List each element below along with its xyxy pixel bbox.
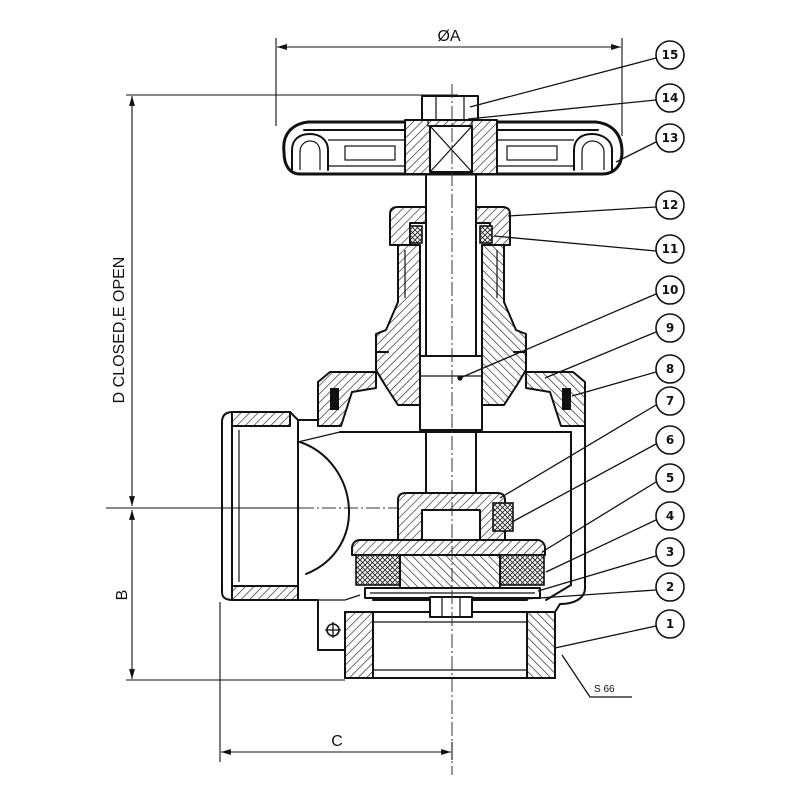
leader-line-1: [554, 625, 657, 649]
callout-6-label: 6: [666, 433, 674, 447]
body-left-lower: [297, 599, 346, 651]
callout-13: 13: [655, 123, 685, 153]
dimension-label-a: ØA: [437, 28, 460, 45]
disc-nut: [429, 596, 473, 618]
disc-packing: [492, 502, 514, 532]
callout-2: 2: [655, 572, 685, 602]
inlet-passage-curve: [299, 441, 350, 575]
gland-packing-left: [409, 225, 423, 244]
callout-6: 6: [655, 425, 685, 455]
callout-10-label: 10: [662, 283, 679, 297]
callout-11: 11: [655, 234, 685, 264]
spoke-window-left: [344, 145, 396, 161]
leader-line-7: [499, 404, 657, 499]
gasket-right: [562, 388, 571, 410]
handwheel-rim-right-inner: [581, 140, 605, 170]
leader-line-thread-note: [561, 654, 632, 698]
dimension-lines: [106, 38, 623, 762]
leader-line-2: [524, 589, 657, 600]
disc-holder-bore: [421, 509, 481, 541]
leader-line-15: [469, 57, 657, 108]
leader-line-5: [541, 481, 657, 553]
callout-8: 8: [655, 354, 685, 384]
leader-line-13: [615, 141, 657, 163]
callout-11-label: 11: [662, 242, 679, 256]
callout-12: 12: [655, 190, 685, 220]
disc-pad-left: [355, 554, 401, 586]
outlet-wall-right: [526, 611, 556, 679]
inlet-wall-bottom: [231, 585, 299, 601]
leader-line-4: [545, 519, 657, 573]
leader-line-6: [511, 443, 657, 523]
handwheel-rim-right: [573, 133, 613, 171]
callout-14-label: 14: [662, 91, 679, 105]
washer: [427, 119, 473, 127]
leader-line-12: [507, 206, 657, 217]
callout-1: 1: [655, 609, 685, 639]
spoke-window-right: [506, 145, 558, 161]
handwheel: [282, 95, 624, 176]
body-corner-right: [525, 371, 586, 427]
handwheel-rim-left: [291, 133, 329, 171]
outlet-wall-left: [344, 611, 374, 679]
handwheel-nut: [421, 95, 479, 121]
callout-9: 9: [655, 313, 685, 343]
leader-line-3: [537, 555, 657, 592]
body-corner-left: [317, 371, 377, 427]
leader-line-10: [459, 293, 657, 379]
callout-15: 15: [655, 40, 685, 70]
callout-1-label: 1: [666, 617, 674, 631]
handwheel-rim-left-inner: [299, 140, 321, 170]
inlet-wall-top: [231, 411, 291, 427]
inlet-passage-top: [297, 431, 341, 443]
callout-5-label: 5: [666, 471, 674, 485]
gland-packing-right: [479, 225, 493, 244]
bonnet-right: [481, 244, 527, 406]
thread-note-label: S 66: [594, 684, 615, 695]
callout-15-label: 15: [662, 48, 679, 62]
callout-4: 4: [655, 501, 685, 531]
stem-square-cross: [429, 125, 473, 173]
drain-plug-icon: [325, 622, 341, 638]
disc-center: [399, 554, 501, 591]
body-left-seat: [318, 594, 361, 601]
gland-nut: [389, 206, 511, 246]
leader-line-9: [544, 331, 657, 379]
callout-4-label: 4: [666, 509, 674, 523]
callout-12-label: 12: [662, 198, 679, 212]
dimension-label-d-e: D CLOSED,E OPEN: [111, 257, 128, 404]
callout-14: 14: [655, 83, 685, 113]
leader-line-8: [571, 371, 657, 397]
disc-holder-band: [351, 539, 546, 556]
leader-lines: [459, 57, 657, 698]
bonnet-left: [375, 244, 421, 406]
callout-10: 10: [655, 275, 685, 305]
callouts: 15 14 13 12 11 10 9 8 7 6 5 4 3 2 1: [655, 40, 685, 639]
callout-7-label: 7: [666, 394, 674, 408]
gasket-left: [330, 388, 339, 410]
dimension-label-c: C: [331, 733, 343, 750]
callout-3-label: 3: [666, 545, 674, 559]
dimension-label-b: B: [114, 590, 131, 601]
body-right-lower: [554, 587, 586, 613]
callout-2-label: 2: [666, 580, 674, 594]
callout-7: 7: [655, 386, 685, 416]
stem-guide: [419, 355, 483, 431]
leader-line-11: [493, 235, 657, 252]
callout-9-label: 9: [666, 321, 674, 335]
callout-8-label: 8: [666, 362, 674, 376]
leader-line-14: [467, 99, 657, 120]
bonnet: [375, 244, 527, 406]
callout-5: 5: [655, 463, 685, 493]
disc-pad-right: [499, 554, 545, 586]
callout-3: 3: [655, 537, 685, 567]
callout-13-label: 13: [662, 131, 679, 145]
stem: [419, 173, 483, 511]
